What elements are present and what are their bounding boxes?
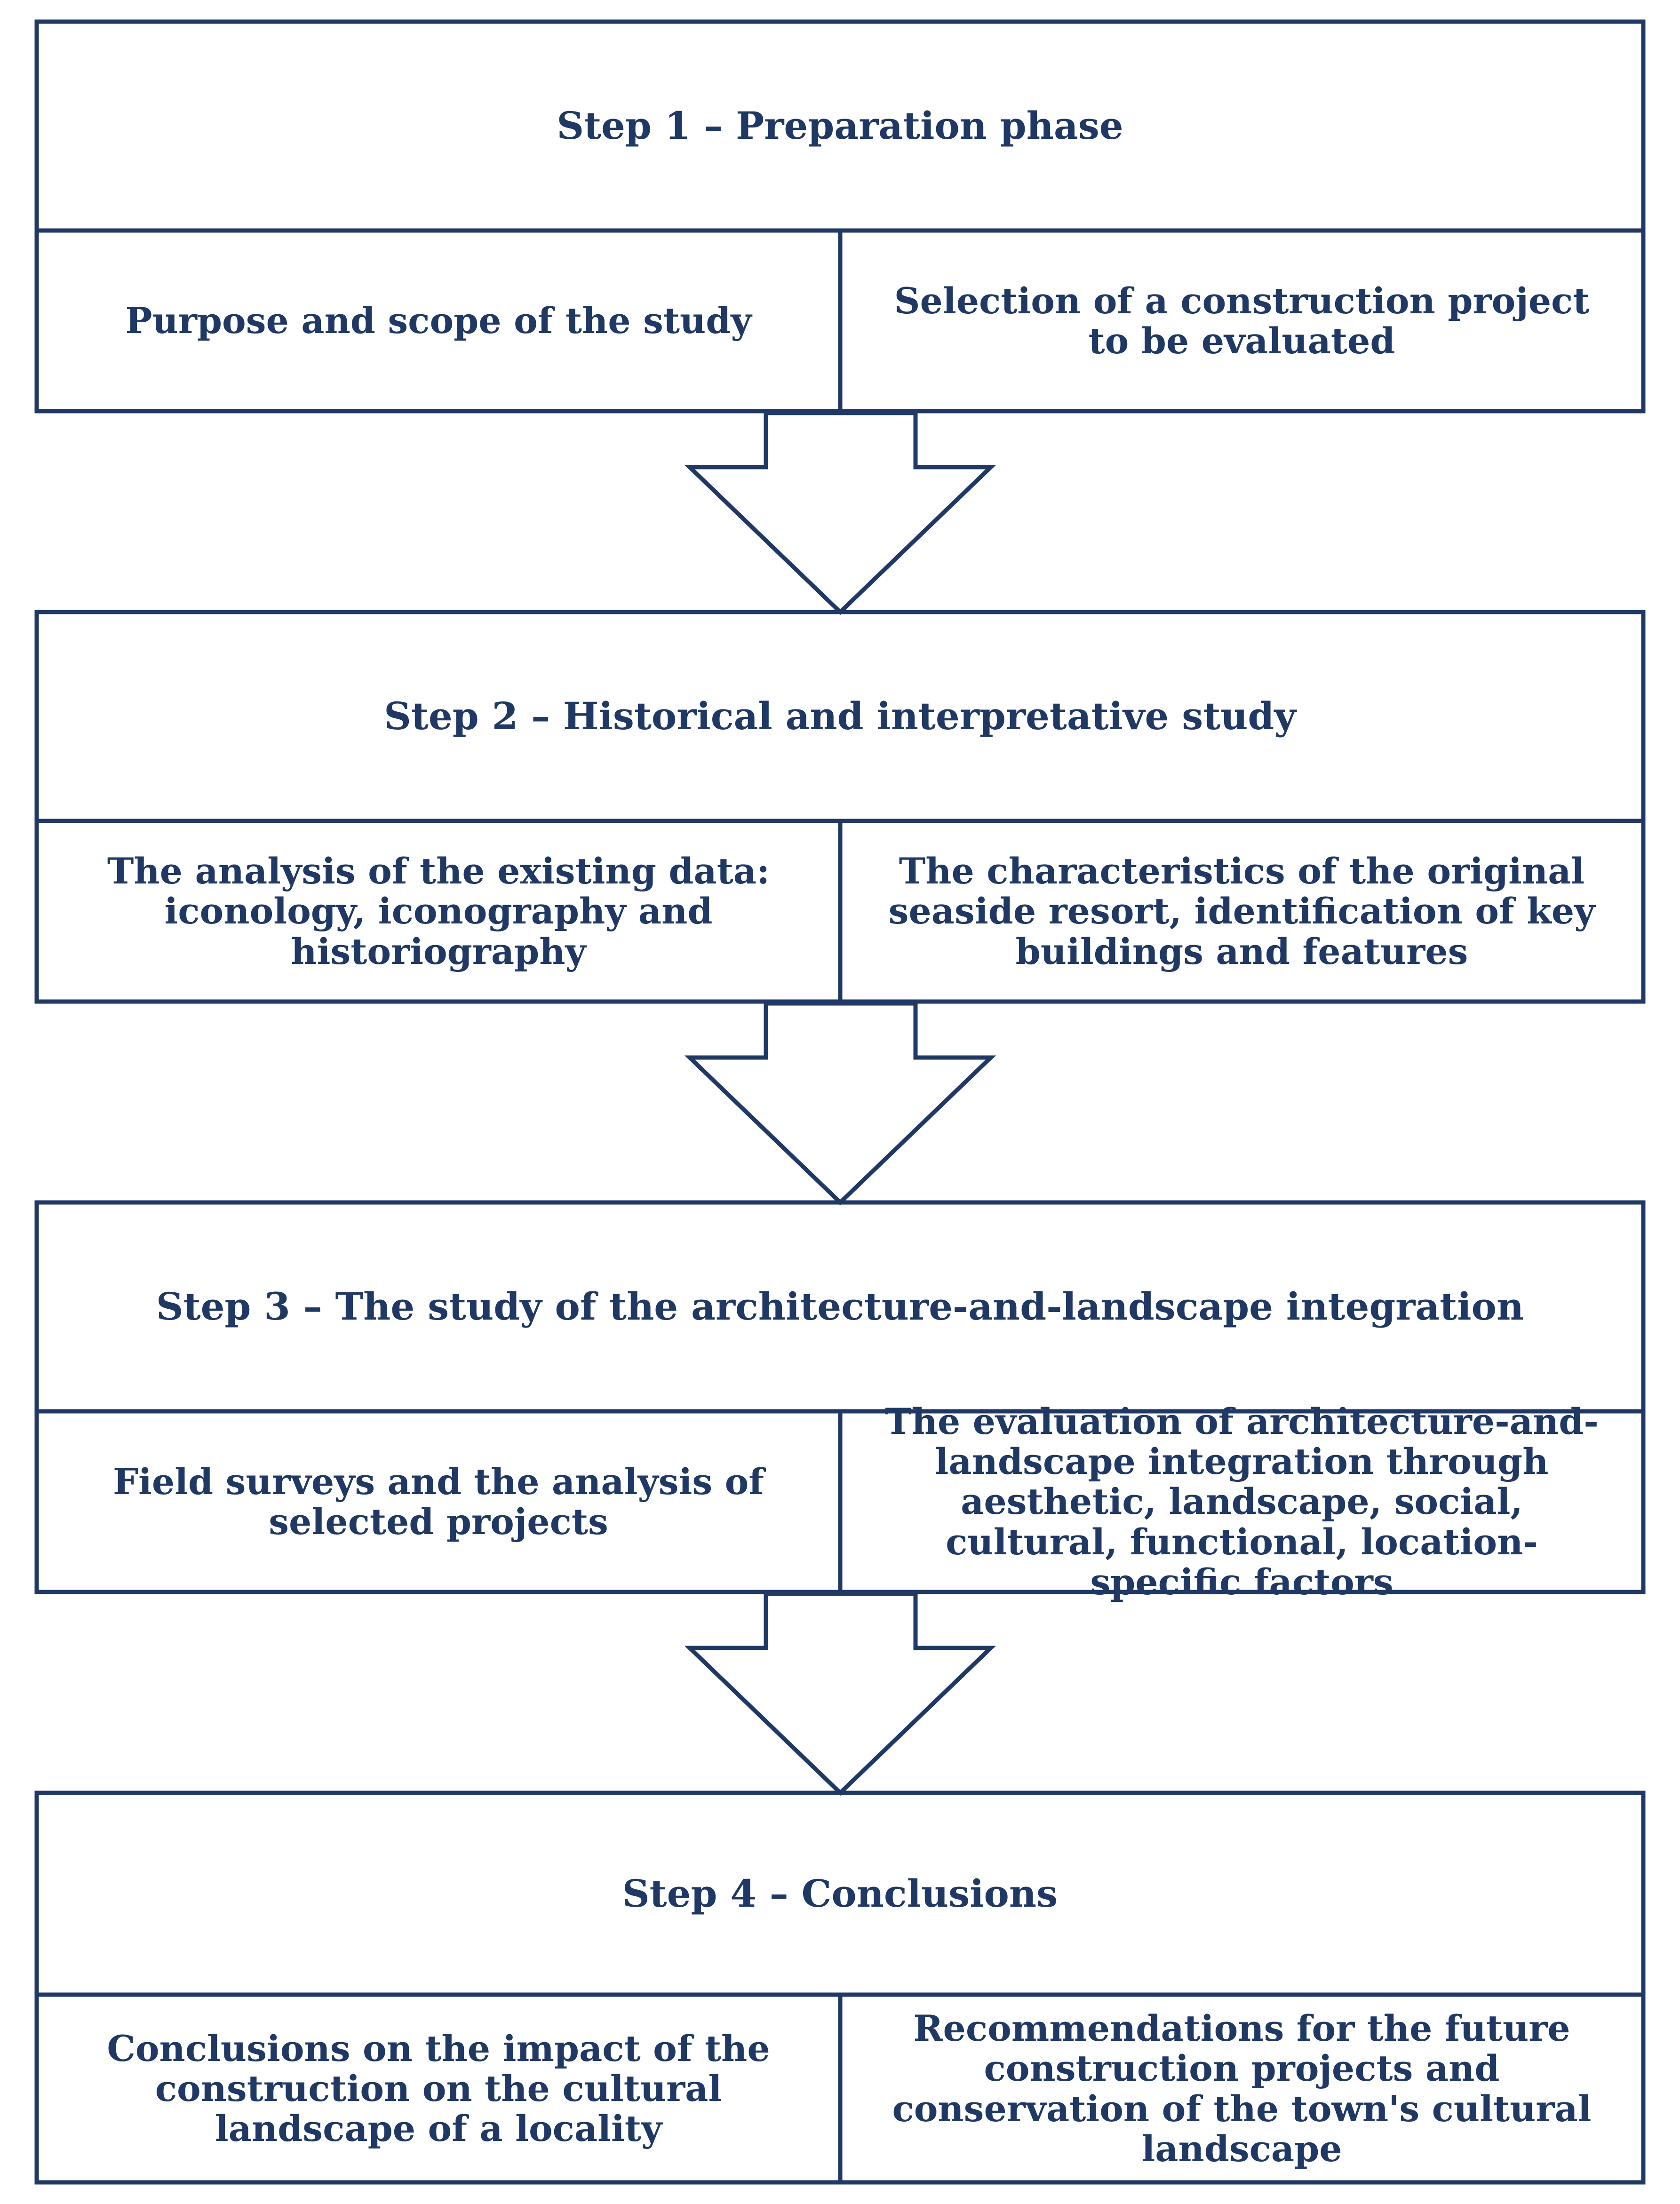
arrow-3-to-4 xyxy=(684,1591,996,1796)
step-4-left-box: Conclusions on the impact of the constru… xyxy=(107,2027,770,2150)
step-1-right-box: Selection of a construction project to b… xyxy=(894,279,1590,362)
step-1-title: Step 1 – Preparation phase xyxy=(557,103,1123,148)
step-4-right-box: Recommendations for the future construct… xyxy=(892,2007,1592,2170)
step-2-right-box: The characteristics of the original seas… xyxy=(888,850,1595,972)
step-2-left-box: The analysis of the existing data: icono… xyxy=(107,850,770,972)
step-2-title: Step 2 – Historical and interpretative s… xyxy=(384,694,1296,739)
step-1-left-box: Purpose and scope of the study xyxy=(125,300,752,342)
step-4-title: Step 4 – Conclusions xyxy=(622,1871,1058,1916)
arrow-2-to-3 xyxy=(684,1001,996,1206)
step-3-left-box: Field surveys and the analysis of select… xyxy=(113,1460,764,1543)
step-3-right-box: The evaluation of architecture-and-lands… xyxy=(885,1400,1599,1603)
step-3-title: Step 3 – The study of the architecture-a… xyxy=(156,1284,1524,1329)
arrow-1-to-2 xyxy=(684,411,996,615)
